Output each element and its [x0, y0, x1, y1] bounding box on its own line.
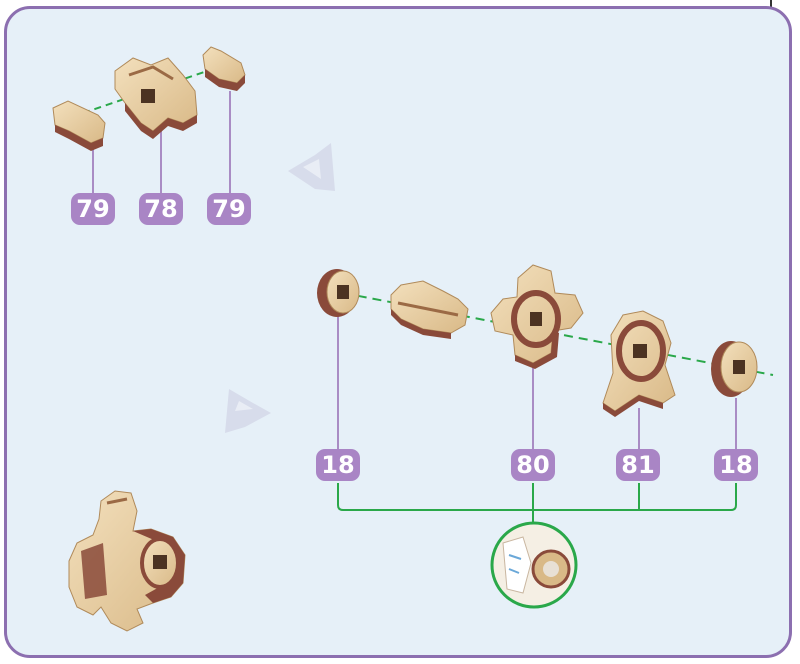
detail-connector-bracket	[338, 483, 736, 523]
part-number-label: 79	[71, 193, 115, 225]
part-number-label: 80	[511, 449, 555, 481]
part-shaft	[391, 281, 468, 339]
assembly-diagram	[7, 9, 792, 658]
part-18-right	[711, 341, 757, 397]
part-80	[491, 265, 583, 369]
part-number-label: 81	[616, 449, 660, 481]
detail-zoom-circle	[492, 523, 576, 607]
part-18-left	[317, 269, 359, 317]
part-number-label: 79	[207, 193, 251, 225]
assembled-part	[69, 491, 185, 631]
step-arrow-icon	[225, 389, 271, 433]
part-81	[603, 311, 675, 417]
instruction-panel: 79 78 79 18 80 81 18	[4, 6, 792, 658]
part-number-label: 18	[316, 449, 360, 481]
part-78	[115, 58, 197, 139]
part-number-label: 78	[139, 193, 183, 225]
part-79-right	[203, 47, 245, 91]
part-number-label: 18	[714, 449, 758, 481]
